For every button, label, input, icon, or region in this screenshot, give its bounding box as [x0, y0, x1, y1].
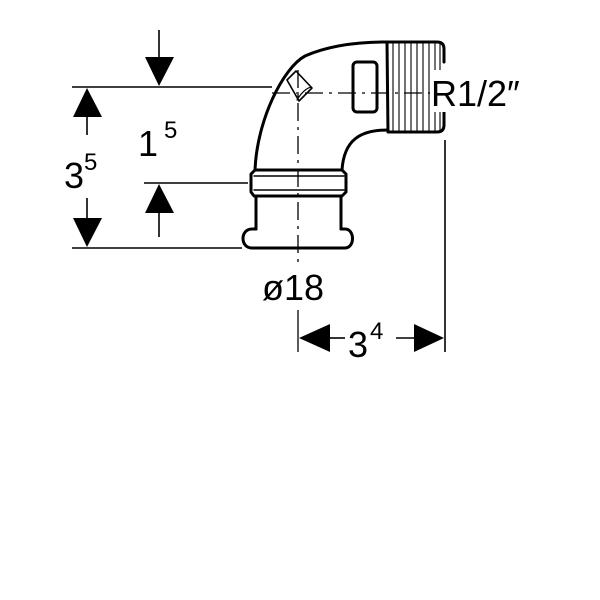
identification-mark-inner — [296, 86, 313, 101]
socket-lip — [241, 227, 354, 250]
arrow-down-left-icon — [73, 218, 102, 247]
dimension-height-offset-sup: 5 — [164, 117, 177, 144]
elbow-inner-curve — [340, 128, 390, 172]
arrow-left-icon — [299, 324, 330, 352]
arrow-right-icon — [414, 324, 444, 352]
arrowheads-bottom — [299, 324, 444, 352]
arrow-up-left-icon — [73, 88, 102, 117]
arrow-down-top-icon — [145, 57, 174, 86]
elbow-outer-curve — [253, 40, 389, 172]
thread-lines — [392, 43, 441, 131]
arrowheads-left — [73, 57, 174, 247]
dimension-width-sup: 4 — [370, 318, 383, 345]
wrench-flat-window — [351, 60, 379, 114]
dimension-height-total-base: 3 — [64, 155, 84, 196]
dimension-width-label: 34 — [348, 318, 383, 365]
thread-size-label: R1/2″ — [431, 73, 520, 114]
dimension-lines-left — [72, 30, 272, 249]
elbow-fitting — [241, 40, 446, 250]
pipe-diameter-label: ø18 — [262, 267, 324, 308]
dimension-lines-bottom — [330, 140, 446, 352]
thread-label-background — [430, 70, 550, 112]
dimension-height-total-label: 35 — [64, 149, 97, 196]
thread-section-outline — [385, 40, 446, 134]
dimension-width-base: 3 — [348, 324, 368, 365]
dimension-height-offset-base: 1 — [138, 123, 158, 164]
arrow-up-mid-icon — [145, 184, 174, 213]
dimension-height-total-sup: 5 — [84, 149, 97, 176]
